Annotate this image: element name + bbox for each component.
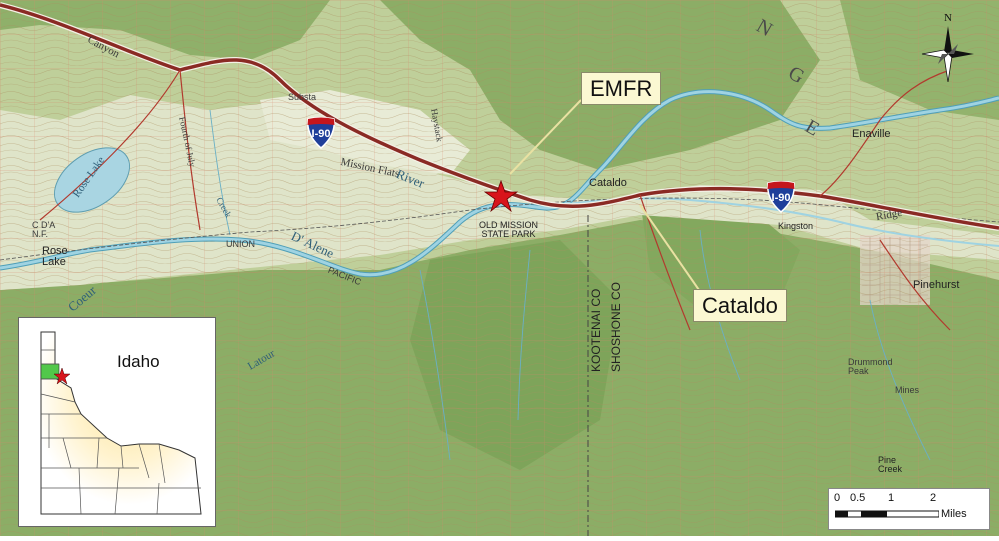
cataldo-leader-line bbox=[639, 204, 700, 291]
map-label-pine-creek: Pine Creek bbox=[878, 455, 903, 474]
map-label-substa: Substa bbox=[288, 92, 317, 102]
rose-lake bbox=[54, 147, 130, 213]
idaho-inset-map: Idaho bbox=[18, 317, 216, 527]
map-label-cda-nf: C D'A N.F. bbox=[32, 220, 56, 239]
scale-bar-graphic bbox=[835, 510, 939, 518]
interstate-shield-icon bbox=[767, 180, 795, 213]
scale-tick: 0.5 bbox=[850, 492, 866, 504]
i90-shield-east-label: I-90 bbox=[771, 192, 791, 204]
emfr-leader-line bbox=[509, 99, 582, 175]
map-label-union: UNION bbox=[226, 239, 255, 249]
i90-shield-west-label: I-90 bbox=[311, 128, 331, 140]
i90-shield-west: I-90 bbox=[306, 116, 336, 149]
map-label-rose-lake-town: Rose Lake bbox=[42, 245, 68, 268]
scale-unit: Miles bbox=[941, 508, 967, 520]
map-label-cataldo: Cataldo bbox=[589, 177, 627, 189]
north-arrow: N bbox=[918, 12, 978, 84]
site-star-marker bbox=[483, 179, 519, 213]
map-label-kingston: Kingston bbox=[778, 221, 814, 231]
map-label-kootenai: KOOTENAI CO bbox=[589, 288, 603, 372]
map-label-shoshone: SHOSHONE CO bbox=[609, 281, 623, 372]
i90-highway bbox=[0, 3, 999, 230]
interstate-shield-icon bbox=[307, 116, 335, 149]
map-label-mines: Mines bbox=[895, 385, 920, 395]
compass-rose-icon bbox=[921, 26, 974, 83]
north-arrow-label: N bbox=[944, 12, 952, 24]
emfr-callout: EMFR bbox=[581, 72, 662, 106]
scale-tick: 2 bbox=[930, 492, 937, 504]
i90-shield-east: I-90 bbox=[766, 180, 796, 213]
scale-tick: 1 bbox=[888, 492, 895, 504]
railroad bbox=[0, 197, 999, 261]
secondary-roads bbox=[39, 69, 951, 331]
map-label-old-mission: OLD MISSION STATE PARK bbox=[479, 220, 539, 239]
map-label-drummond: Drummond Peak bbox=[848, 357, 893, 376]
cataldo-callout: Cataldo bbox=[693, 289, 787, 323]
scale-tick: 0 bbox=[834, 492, 841, 504]
map-label-pinehurst: Pinehurst bbox=[913, 279, 960, 291]
idaho-outline bbox=[19, 318, 215, 526]
inset-state-label: Idaho bbox=[117, 352, 160, 371]
scale-bar: 0 0.5 1 2 Miles bbox=[828, 488, 990, 530]
map-label-enaville: Enaville bbox=[852, 128, 891, 140]
